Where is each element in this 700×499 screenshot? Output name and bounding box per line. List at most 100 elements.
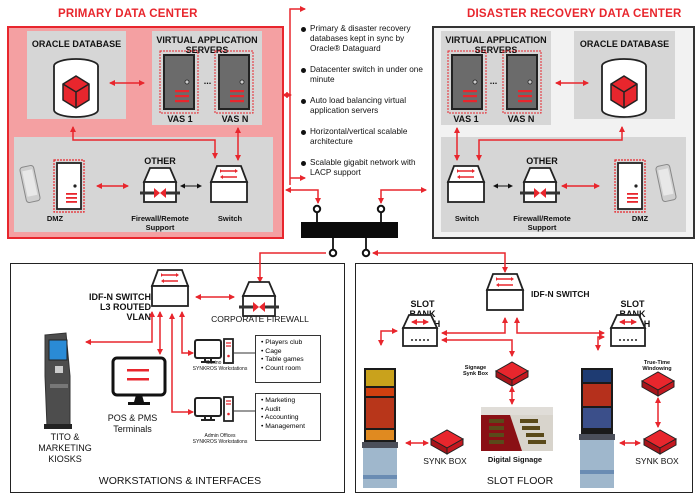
feature-top-arrow (289, 6, 306, 185)
recovery-dmz-label: DMZ (631, 214, 649, 223)
recovery-oracle-label: ORACLE DATABASE (579, 39, 670, 49)
recovery-firewall-line1: Firewall/Remote (513, 214, 571, 223)
recovery-switch-icon (447, 165, 485, 203)
admin-item: • Marketing (261, 397, 296, 404)
recovery-phone-icon (654, 163, 678, 203)
kiosk-line3: KIOSKS (48, 454, 82, 464)
feature-item: Horizontal/vertical scalable architectur… (300, 127, 425, 147)
admin-line2: SYNKROS Workstations (192, 439, 248, 445)
sf-left-signage-arrow (441, 337, 515, 357)
recovery-firewall-line2: Support (527, 223, 557, 232)
sf-left-idf-arrow (441, 317, 508, 336)
recovery-vas-ellipsis: ... (489, 76, 498, 86)
casino-item: • Players club (261, 339, 303, 346)
recovery-other-label: OTHER (526, 156, 558, 166)
primary-vas-ellipsis: ... (203, 76, 212, 86)
recovery-dc-title: DISASTER RECOVERY DATA CENTER (467, 8, 682, 20)
admin-line1: Admin Offices (204, 433, 236, 439)
ws-switch-casino-arrow (179, 311, 194, 356)
admin-items-box: • Marketing • Audit • Accounting • Manag… (255, 393, 321, 441)
primary-firewall-line1: Firewall/Remote (131, 214, 189, 223)
admin-workstation-icon (194, 396, 234, 422)
feature-item: Primary & disaster recovery databases ke… (300, 24, 425, 54)
primary-vas1-server-icon (159, 50, 199, 114)
sf-left-slot-arrow (378, 328, 398, 346)
casino-item: • Cage (261, 347, 282, 355)
recovery-db-switch-arrow (476, 126, 625, 161)
feature-item: Scalable gigabit network with LACP suppo… (300, 158, 425, 178)
primary-firewall-icon (138, 166, 182, 204)
sf-slotbank-right-icon (611, 315, 645, 346)
slot-machine-right-icon (579, 368, 615, 488)
recovery-database-icon (601, 58, 647, 118)
recovery-vasn-label: VAS N (507, 114, 535, 124)
feature-item: Auto load balancing virtual application … (300, 96, 425, 116)
primary-firewall-line2: Support (145, 223, 175, 232)
recovery-switch-label: Switch (454, 214, 480, 223)
admin-item: • Audit (261, 405, 281, 413)
corporate-firewall-label: CORPORATE FIREWALL (211, 314, 309, 324)
slot-machine-left-icon (362, 368, 398, 488)
admin-item: • Management (261, 422, 305, 430)
ws-idf-switch-icon (151, 269, 189, 307)
primary-connectors (70, 80, 292, 189)
recovery-firewall-icon (518, 166, 562, 204)
digital-signage-icon (481, 407, 553, 451)
core-to-firewall-arrow (257, 252, 326, 283)
corporate-firewall-icon (237, 280, 281, 318)
kiosk-line1: TITO & (50, 432, 80, 442)
core-to-slotfloor-arrow (372, 250, 508, 273)
sf-slotbank-left-icon (403, 315, 437, 346)
sf-signage-line2: Synk Box (462, 371, 489, 377)
casino-items-box: • Players club • Cage • Table games • Co… (255, 335, 321, 383)
features-list: Primary & disaster recovery databases ke… (300, 24, 425, 189)
recovery-to-core-arrow (378, 187, 427, 204)
pos-line2: Terminals (113, 424, 152, 434)
feature-item: Datacenter switch in under one minute (300, 65, 425, 85)
recovery-connectors (454, 80, 625, 189)
primary-dc-title: PRIMARY DATA CENTER (58, 8, 198, 20)
primary-dmz-server-icon (53, 159, 85, 213)
sf-slotbank-left-line1: SLOT BANK (409, 299, 436, 319)
sf-idf-switch-icon (486, 273, 524, 311)
core-switch-icon (301, 204, 398, 258)
sf-signage-synkbox-icon (495, 361, 529, 387)
sf-truetime-synkbox-icon (641, 371, 675, 397)
primary-vasn-label: VAS N (221, 114, 249, 124)
sf-right-slot-arrow (595, 334, 605, 351)
workstations-connectors (85, 294, 235, 415)
sf-synkbox-left-icon (430, 429, 464, 455)
slotfloor-connectors (378, 317, 661, 446)
recovery-vas1-server-icon (447, 50, 487, 114)
pos-terminal-icon (111, 356, 167, 405)
primary-vas-title: VIRTUAL APPLICATION SERVERS (156, 35, 258, 55)
feature-connectors (285, 6, 427, 204)
sf-truetime-line1: True-Time (643, 360, 671, 366)
recovery-vasn-server-icon (502, 50, 542, 114)
ws-switch-admin-arrow (169, 313, 194, 415)
ws-idf-line1: IDF-N SWITCH (89, 292, 151, 302)
kiosk-icon (44, 332, 72, 429)
slotfloor-title: SLOT FLOOR (486, 475, 554, 487)
sf-synk-right-label: SYNK BOX (635, 456, 679, 466)
casino-line2: SYNKROS Workstations (192, 366, 248, 372)
casino-item: • Table games (261, 356, 304, 363)
casino-item: • Count room (261, 364, 301, 372)
recovery-vas-title: VIRTUAL APPLICATION SERVERS (445, 35, 547, 55)
sf-digital-signage-label: Digital Signage (487, 455, 543, 464)
admin-item: • Accounting (261, 414, 299, 421)
pos-line1: POS & PMS (107, 413, 158, 423)
kiosk-line2: MARKETING (38, 443, 92, 453)
primary-dmz-label: DMZ (46, 214, 64, 223)
primary-other-label: OTHER (144, 156, 176, 166)
primary-oracle-label: ORACLE DATABASE (31, 39, 122, 49)
sf-synkbox-right-icon (643, 429, 677, 455)
